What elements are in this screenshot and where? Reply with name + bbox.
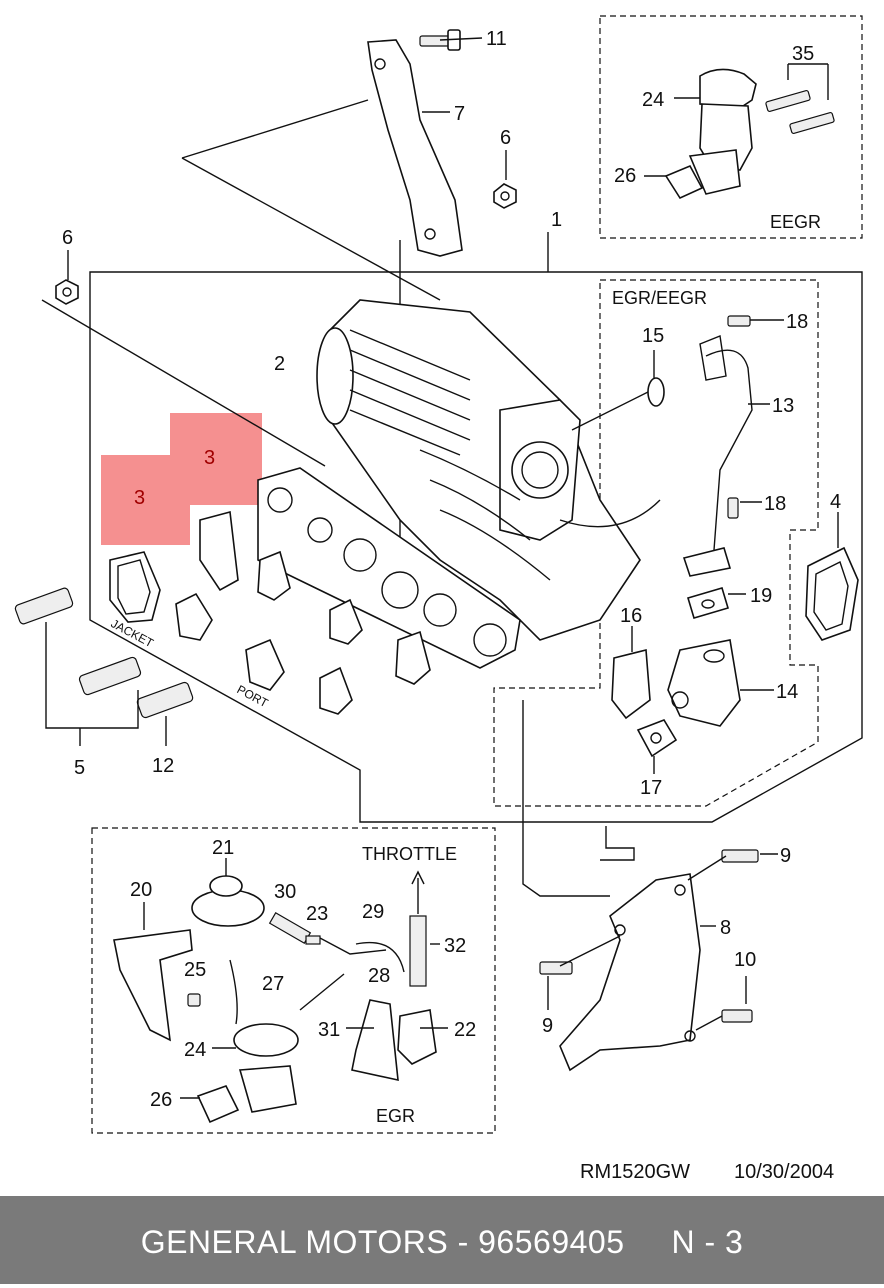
label-eegr: EEGR — [770, 212, 821, 232]
part-label-10: 10 — [734, 949, 756, 971]
part-label-24-egr: 24 — [184, 1039, 206, 1061]
part-label-3-right: 3 — [204, 447, 215, 469]
part-label-7: 7 — [454, 103, 465, 125]
part-label-3-left: 3 — [134, 487, 145, 509]
gasket-26-egr — [196, 1085, 240, 1124]
part-label-12: 12 — [152, 755, 174, 777]
part-label-20: 20 — [130, 879, 152, 901]
solenoid-22 — [397, 1009, 437, 1065]
part-label-18-upper: 18 — [786, 311, 808, 333]
label-egr-eegr: EGR/EEGR — [612, 288, 707, 308]
connector-23 — [305, 935, 321, 945]
bolt-18-lower — [727, 497, 739, 519]
part-label-9-lower: 9 — [542, 1015, 553, 1037]
bracket-8 — [559, 873, 701, 1072]
gasket-port — [175, 550, 431, 715]
part-label-25: 25 — [184, 959, 206, 981]
gasket-jacket-3 — [109, 510, 239, 623]
egr-valve-14 — [667, 639, 741, 727]
part-label-5: 5 — [74, 757, 85, 779]
bolt-18-upper — [727, 315, 751, 327]
intake-manifold-2 — [316, 299, 661, 641]
gasket-15 — [647, 377, 665, 407]
egr-valve-24-lower — [233, 1023, 299, 1113]
footer-bar: GENERAL MOTORS - 96569405 N - 3 — [0, 1196, 884, 1284]
footer-text: GENERAL MOTORS - 96569405 N - 3 — [140, 1224, 744, 1260]
pipe-32 — [409, 870, 427, 987]
bolt-10 — [721, 1009, 753, 1023]
part-label-8: 8 — [720, 917, 731, 939]
part-label-32: 32 — [444, 935, 466, 957]
stud-12 — [136, 681, 194, 719]
egr-pipe-13 — [682, 335, 753, 577]
part-label-13: 13 — [772, 395, 794, 417]
bracket-7 — [367, 39, 463, 257]
label-egr: EGR — [376, 1106, 415, 1126]
highlight-part-3 — [101, 413, 262, 545]
part-label-22: 22 — [454, 1019, 476, 1041]
bolt-25 — [187, 993, 201, 1007]
parts-diagram: 11 7 6 6 1 2 3 3 JACKET PORT 5 12 35 24 … — [14, 15, 863, 1183]
bolt-9-lower — [539, 961, 573, 975]
egr-box — [91, 827, 496, 1134]
gasket-26-eegr — [664, 164, 704, 200]
gasket-4 — [805, 546, 859, 641]
part-label-30: 30 — [274, 881, 296, 903]
part-label-29: 29 — [362, 901, 384, 923]
part-label-28: 28 — [368, 965, 390, 987]
nut-6-upper — [493, 183, 517, 209]
bolt-35-a — [765, 90, 811, 112]
bolt-35-b — [789, 112, 835, 134]
part-label-11: 11 — [486, 28, 507, 50]
egr-valve-21 — [191, 875, 265, 927]
part-label-18-lower: 18 — [764, 493, 786, 515]
eegr-valve-24 — [688, 68, 757, 195]
part-label-2: 2 — [274, 353, 285, 375]
label-throttle: THROTTLE — [362, 844, 457, 864]
bolt-9-upper — [721, 849, 759, 863]
part-label-26-eegr: 26 — [614, 165, 636, 187]
diagram-date: 10/30/2004 — [734, 1161, 834, 1183]
part-label-15: 15 — [642, 325, 664, 347]
egr-eegr-box — [493, 279, 819, 807]
hose-28 — [299, 937, 387, 1011]
stud-5-upper — [14, 587, 74, 625]
part-label-27: 27 — [262, 973, 284, 995]
eegr-box — [599, 15, 863, 239]
part-label-9-upper: 9 — [780, 845, 791, 867]
part-label-6-left: 6 — [62, 227, 73, 249]
bracket-20 — [113, 929, 193, 1042]
part-label-24-eegr: 24 — [642, 89, 664, 111]
hose-29 — [355, 941, 405, 973]
main-group-outline — [89, 271, 863, 823]
gasket-16 — [611, 648, 651, 720]
part-label-35: 35 — [792, 43, 814, 65]
gasket-17 — [636, 719, 678, 758]
part-label-17: 17 — [640, 777, 662, 799]
part-label-16: 16 — [620, 605, 642, 627]
part-label-23: 23 — [306, 903, 328, 925]
hose-27 — [229, 959, 238, 1025]
nut-6-left — [55, 279, 79, 305]
hose-30 — [268, 911, 312, 945]
bracket-31 — [351, 999, 399, 1082]
part-label-4: 4 — [830, 491, 841, 513]
part-label-31: 31 — [318, 1019, 340, 1041]
part-label-21: 21 — [212, 837, 234, 859]
part-label-6-upper: 6 — [500, 127, 511, 149]
part-label-1: 1 — [551, 209, 562, 231]
stud-5-lower — [78, 656, 142, 696]
gasket-19 — [687, 587, 729, 619]
part-label-19: 19 — [750, 585, 772, 607]
manifold-flange — [257, 467, 521, 669]
part-label-26-egr: 26 — [150, 1089, 172, 1111]
diagram-code: RM1520GW — [580, 1161, 690, 1183]
part-label-14: 14 — [776, 681, 798, 703]
